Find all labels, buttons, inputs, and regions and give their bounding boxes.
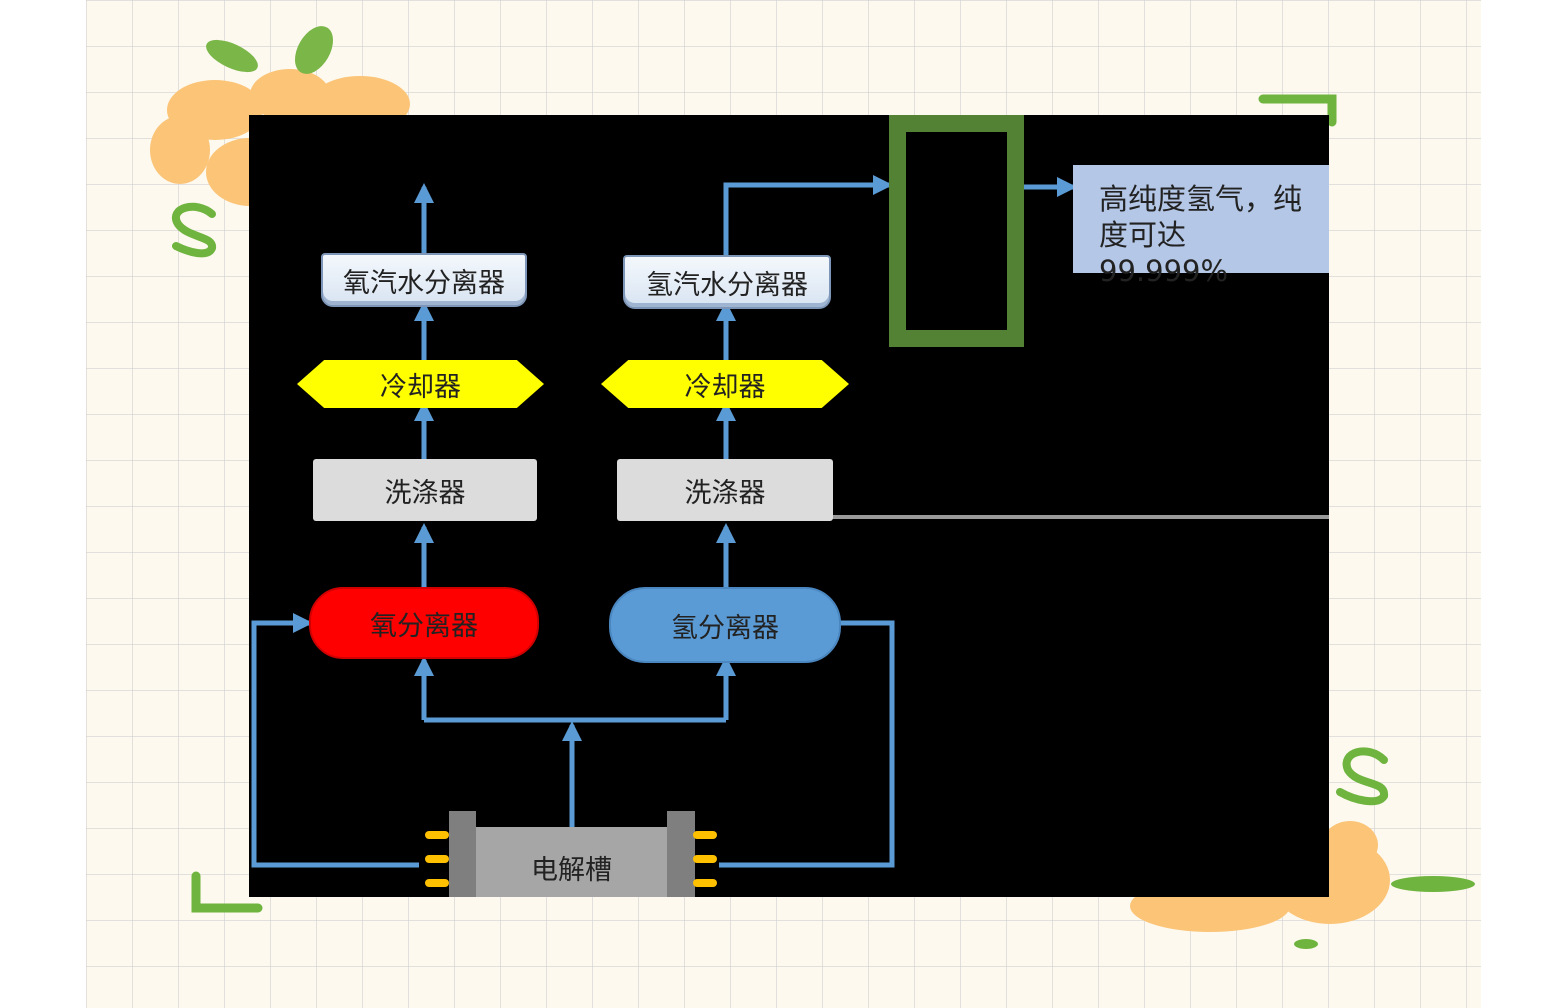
leaf-icon [1391,876,1475,892]
electrolyzer-fin [693,831,717,839]
oxygen-cooler [297,360,544,408]
oxygen-scrubber [313,459,537,521]
output-label-line1: 高纯度氢气，纯 [1099,182,1303,216]
purifier-column [889,115,1024,347]
squiggle-icon [1336,747,1388,806]
leaf-icon [206,39,258,73]
oxygen-separator [309,587,539,659]
hydrogen-cooler-label: 冷却器 [684,371,766,403]
electrolyzer-left-cap [449,811,476,897]
hydrogen-steam-separator [623,255,831,309]
pipe-hydrogen-return [719,620,895,868]
hydrogen-steam-separator-label: 氢汽水分离器 [646,269,808,301]
oxygen-steam-separator [321,253,527,307]
electrolyzer-right-cap [667,811,695,897]
electrolyzer-body [476,827,667,897]
electrolyzer-fin [425,855,449,863]
pipe-hydrogen-to-purifier [723,175,893,255]
pipe-oxygen-return [251,613,419,868]
leaf-icon [1294,939,1318,949]
electrolysis-process-diagram: 氧汽水分离器 冷却器 洗涤器 氧分离器 氢汽水分离器 冷却器 洗涤器 氢分离器 … [249,115,1329,897]
electrolyzer-fin [693,855,717,863]
electrolyzer-fin [425,831,449,839]
leaf-icon [295,26,333,74]
pipe-network [251,175,1329,868]
electrolyzer-fin [425,879,449,887]
oxygen-scrubber-label: 洗涤器 [384,477,466,509]
hydrogen-separator [609,587,841,663]
corner-mark-icon [1258,94,1337,127]
hydrogen-scrubber [617,459,833,521]
output-label: 高纯度氢气，纯 度可达99.999% [1099,181,1309,289]
oxygen-cooler-label: 冷却器 [380,371,461,403]
hydrogen-cooler [601,360,849,408]
oxygen-steam-separator-label: 氧汽水分离器 [343,267,505,299]
electrolyzer-label: 电解槽 [531,854,612,886]
squiggle-icon [172,202,216,258]
oxygen-separator-label: 氧分离器 [370,610,478,642]
hydrogen-separator-label: 氢分离器 [671,612,779,644]
electrolyzer-fin [693,879,717,887]
hydrogen-scrubber-label: 洗涤器 [684,477,766,509]
output-box [1073,165,1329,273]
output-label-line2: 度可达99.999% [1099,218,1229,288]
corner-mark-icon [191,871,263,913]
